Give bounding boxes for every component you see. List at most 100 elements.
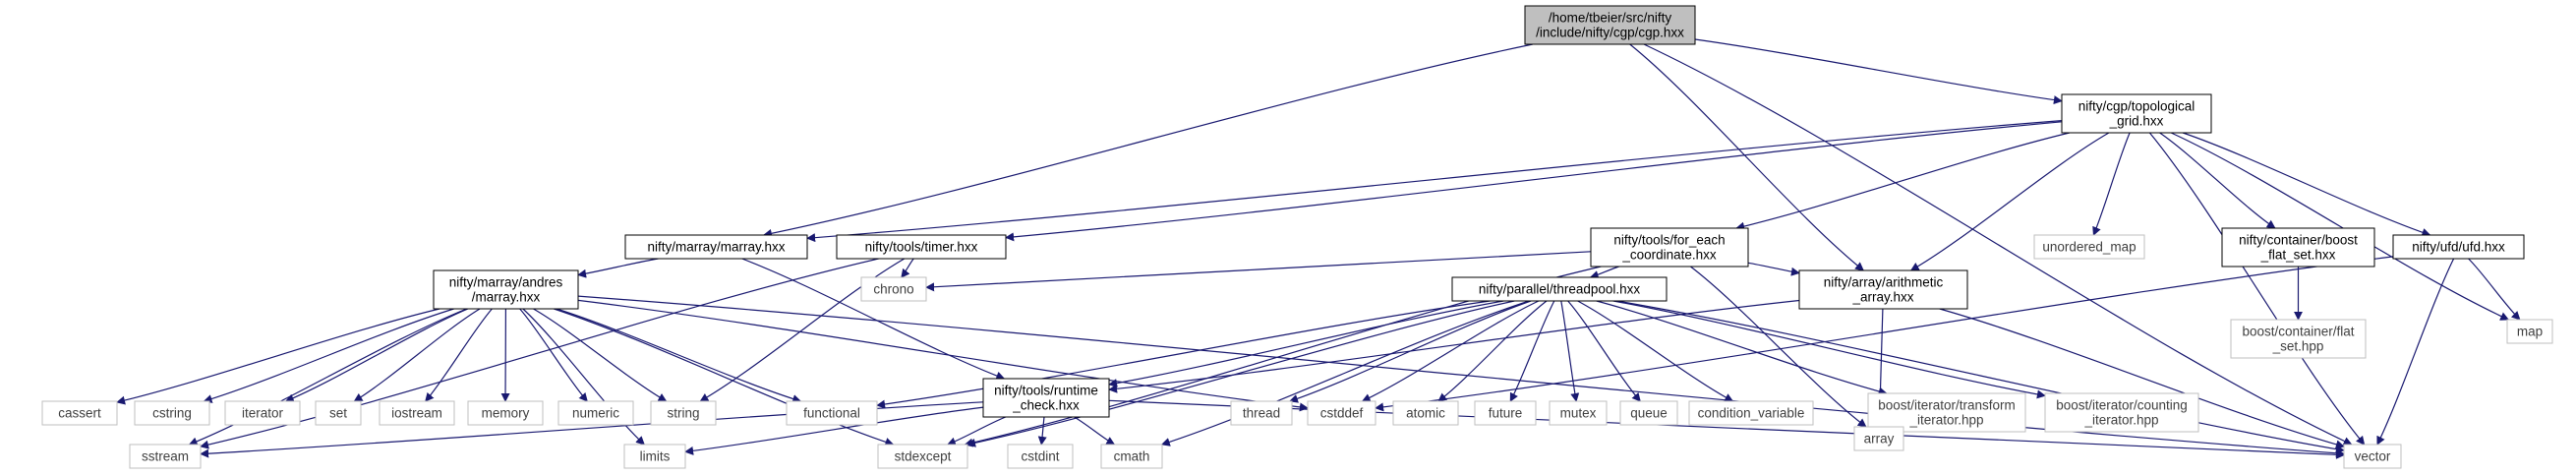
edge-foreach-to-arith <box>1747 262 1800 276</box>
node-box <box>2230 319 2367 359</box>
edge-topo-to-marray <box>806 120 2063 243</box>
edge-andres-to-iterator <box>284 308 469 402</box>
node-box <box>1007 444 1074 469</box>
node-label-line: mutex <box>1560 406 1597 421</box>
node-map: map <box>2506 319 2553 344</box>
node-andres[interactable]: nifty/marray/andres/marray.hxx <box>433 269 579 310</box>
edge-andres-to-sstream <box>188 308 467 446</box>
node-label-line: map <box>2517 325 2543 339</box>
edge-root-to-arith <box>1629 43 1865 271</box>
node-topo[interactable]: nifty/cgp/topological_grid.hxx <box>2061 93 2212 134</box>
edge-runtime-to-stdexcept <box>946 416 1007 446</box>
node-threadpool[interactable]: nifty/parallel/threadpool.hxx <box>1451 276 1668 302</box>
node-box <box>1688 400 1814 426</box>
edge-root-to-marray <box>763 43 1534 238</box>
node-box <box>224 400 301 426</box>
edge-andres-to-cstddef <box>577 299 1309 412</box>
node-box <box>2343 444 2402 469</box>
node-label-line: nifty/marray/andres <box>449 275 563 290</box>
node-box <box>1524 5 1696 45</box>
edge-foreach-to-threadpool <box>1589 266 1619 279</box>
node-foreach[interactable]: nifty/tools/for_each_coordinate.hxx <box>1590 227 1749 268</box>
node-box <box>836 234 1007 260</box>
node-memory: memory <box>467 400 544 426</box>
node-box <box>379 400 455 426</box>
edge-topo-to-flatset <box>2159 132 2276 229</box>
edge-topo-to-ufd <box>2182 132 2431 237</box>
node-box <box>877 444 968 469</box>
node-label-line: limits <box>640 449 671 464</box>
node-label-line: _check.hxx <box>1012 398 1080 413</box>
node-box <box>129 444 202 469</box>
node-label-line: cstring <box>152 406 192 421</box>
node-array: array <box>1853 426 1904 451</box>
edge-topo-to-map <box>2170 132 2510 321</box>
node-iostream: iostream <box>379 400 455 426</box>
edge-foreach-to-chrono <box>925 251 1592 292</box>
edge-topo-to-unordered_map <box>2092 132 2131 236</box>
node-label-line: /marray.hxx <box>472 290 541 305</box>
node-box <box>2506 319 2553 344</box>
node-label-line: numeric <box>572 406 619 421</box>
edge-andres-to-functional <box>556 308 802 403</box>
node-ufd[interactable]: nifty/ufd/ufd.hxx <box>2392 234 2525 260</box>
node-box <box>1619 400 1678 426</box>
node-flatset[interactable]: nifty/container/boost_flat_set.hxx <box>2221 227 2375 268</box>
edge-andres-to-stdexcept <box>554 308 895 446</box>
node-label-line: cmath <box>1114 449 1150 464</box>
node-numeric: numeric <box>557 400 634 426</box>
edge-threadpool-to-runtime <box>1108 300 1504 388</box>
edge-runtime-to-cmath <box>1074 416 1116 446</box>
node-root[interactable]: /home/tbeier/src/nifty/include/nifty/cgp… <box>1524 5 1696 45</box>
edge-andres-to-vector <box>577 295 2345 458</box>
node-label-line: nifty/tools/for_each <box>1613 233 1725 248</box>
node-box <box>623 444 686 469</box>
node-box <box>2392 234 2525 260</box>
node-marray[interactable]: nifty/marray/marray.hxx <box>624 234 808 260</box>
node-mutex: mutex <box>1549 400 1608 426</box>
node-box <box>1451 276 1668 302</box>
node-boostflat: boost/container/flat_set.hpp <box>2230 319 2367 359</box>
node-cstdint: cstdint <box>1007 444 1074 469</box>
node-string: string <box>650 400 717 426</box>
node-label-line: nifty/tools/runtime <box>994 384 1098 398</box>
node-iterator: iterator <box>224 400 301 426</box>
node-box <box>315 400 362 426</box>
node-runtime[interactable]: nifty/tools/runtime_check.hxx <box>982 378 1110 418</box>
node-box <box>1590 227 1749 268</box>
edge-runtime-to-limits <box>684 406 984 455</box>
edge-marray-to-andres <box>577 258 659 278</box>
node-label-line: sstream <box>142 449 189 464</box>
edge-marray-to-runtime <box>741 258 1006 381</box>
node-chrono: chrono <box>860 276 927 302</box>
node-label-line: boost/container/flat <box>2242 325 2354 339</box>
node-box <box>557 400 634 426</box>
node-label-line: _array.hxx <box>1851 290 1913 305</box>
node-timer[interactable]: nifty/tools/timer.hxx <box>836 234 1007 260</box>
node-vector: vector <box>2343 444 2402 469</box>
node-queue: queue <box>1619 400 1678 426</box>
node-label-line: set <box>329 406 347 421</box>
node-counting: boost/iterator/counting_iterator.hpp <box>2044 392 2199 433</box>
node-box <box>1230 400 1293 426</box>
edge-andres-to-iostream <box>425 308 493 402</box>
edge-threadpool-to-cstddef <box>1361 300 1540 402</box>
edge-timer-to-string <box>699 258 906 402</box>
node-atomic: atomic <box>1392 400 1459 426</box>
node-label-line: nifty/ufd/ufd.hxx <box>2412 240 2505 255</box>
edge-threadpool-to-mutex <box>1560 300 1580 402</box>
node-box <box>860 276 927 302</box>
node-box <box>467 400 544 426</box>
edge-topo-to-timer <box>1005 121 2063 242</box>
edge-layer <box>116 38 2521 459</box>
node-box <box>624 234 808 260</box>
node-box <box>1867 392 2026 433</box>
node-thread: thread <box>1230 400 1293 426</box>
node-arith[interactable]: nifty/array/arithmetic_array.hxx <box>1798 269 1968 310</box>
node-label-line: thread <box>1243 406 1280 421</box>
node-box <box>1853 426 1904 451</box>
node-set: set <box>315 400 362 426</box>
node-label-line: /include/nifty/cgp/cgp.hxx <box>1536 26 1684 40</box>
node-cassert: cassert <box>41 400 118 426</box>
